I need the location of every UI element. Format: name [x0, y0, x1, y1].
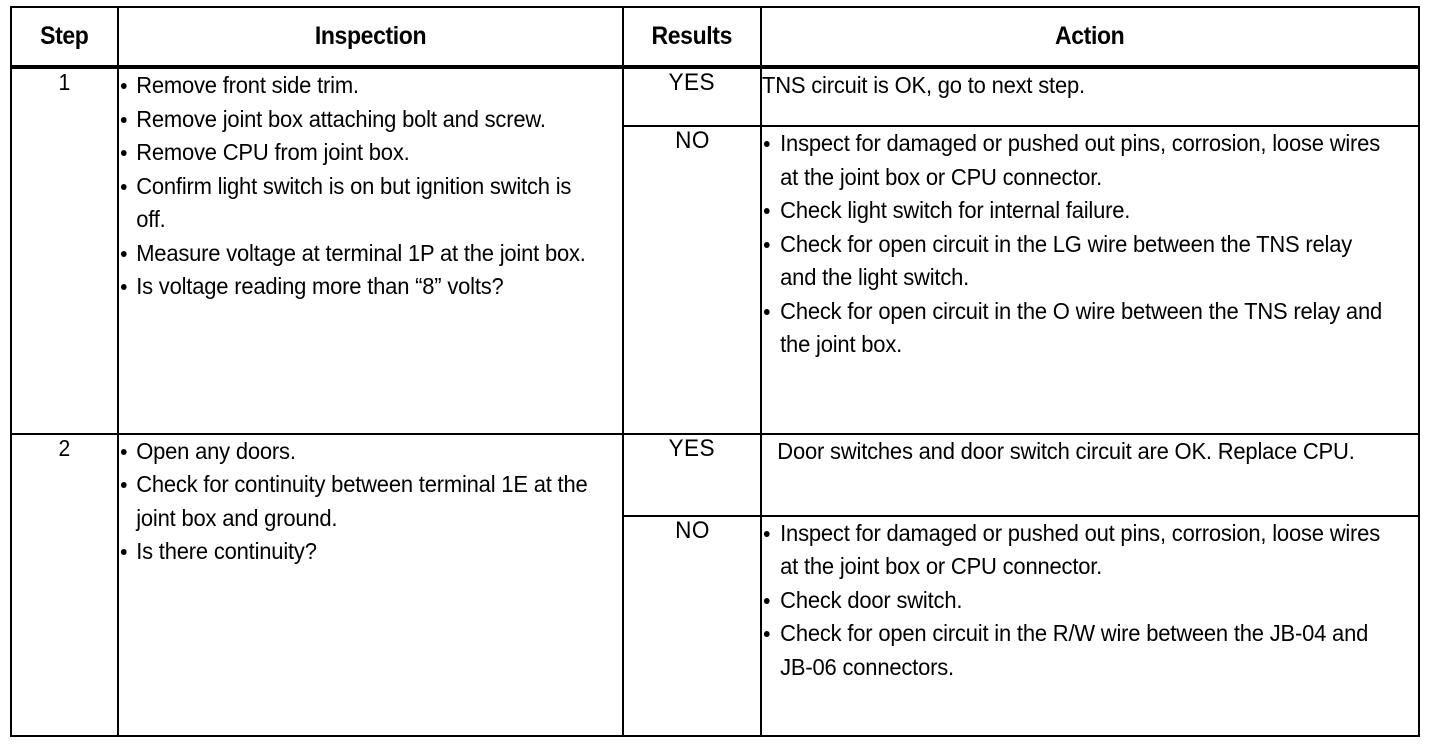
- result-cell-yes: YES: [622, 432, 762, 517]
- list-item: Check door switch.: [762, 584, 1388, 618]
- step-number-cell: 2: [10, 432, 119, 738]
- column-header-step: Step: [10, 6, 119, 69]
- table-row: 1 Remove front side trim. Remove joint b…: [10, 66, 1420, 435]
- column-header-inspection: Inspection: [117, 6, 624, 69]
- action-cell: Door switches and door switch circuit ar…: [760, 432, 1420, 517]
- troubleshooting-table: Step Inspection Results Action 1: [10, 6, 1420, 738]
- list-item: Inspect for damaged or pushed out pins, …: [762, 127, 1388, 194]
- column-header-results: Results: [622, 6, 762, 69]
- table-row: NO Inspect for damaged or pushed out pin…: [11, 514, 1420, 738]
- table-row: 2 Open any doors. Check for continuity b…: [10, 432, 1420, 738]
- table-body: 1 Remove front side trim. Remove joint b…: [10, 66, 1420, 738]
- list-item: Remove joint box attaching bolt and scre…: [119, 103, 599, 137]
- table-row: NO Inspect for damaged or pushed out pin…: [11, 125, 1420, 435]
- result-cell-no: NO: [622, 514, 762, 738]
- result-cell-no: NO: [622, 125, 762, 435]
- list-item: Check for open circuit in the LG wire be…: [762, 228, 1388, 295]
- inspection-list: Open any doors. Check for continuity bet…: [119, 435, 622, 569]
- table-header-row: Step Inspection Results Action: [10, 6, 1420, 69]
- list-item: Check light switch for internal failure.: [762, 194, 1388, 228]
- list-item: Check for open circuit in the R/W wire b…: [762, 617, 1388, 684]
- inspection-list: Remove front side trim. Remove joint box…: [119, 69, 622, 304]
- column-header-results-label: Results: [651, 22, 733, 50]
- list-item: Check for continuity between terminal 1E…: [119, 468, 599, 535]
- result-label: YES: [668, 69, 716, 96]
- action-list: Inspect for damaged or pushed out pins, …: [762, 517, 1418, 685]
- column-header-inspection-label: Inspection: [314, 22, 427, 50]
- step-number: 2: [58, 434, 71, 461]
- action-text: TNS circuit is OK, go to next step.: [762, 72, 1085, 98]
- list-item: Is there continuity?: [119, 535, 599, 569]
- action-text: Door switches and door switch circuit ar…: [777, 437, 1355, 464]
- action-cell: Inspect for damaged or pushed out pins, …: [760, 125, 1420, 435]
- action-cell: TNS circuit is OK, go to next step.: [760, 66, 1420, 127]
- list-item: Measure voltage at terminal 1P at the jo…: [119, 237, 599, 271]
- list-item: Inspect for damaged or pushed out pins, …: [762, 517, 1388, 584]
- column-header-action: Action: [760, 6, 1420, 69]
- result-label: NO: [674, 516, 710, 544]
- column-header-action-label: Action: [1055, 22, 1125, 50]
- list-item: Open any doors.: [119, 435, 599, 469]
- result-label: NO: [674, 127, 710, 154]
- list-item: Check for open circuit in the O wire bet…: [762, 295, 1388, 362]
- list-item: Remove CPU from joint box.: [119, 136, 599, 170]
- list-item: Confirm light switch is on but ignition …: [119, 170, 599, 237]
- list-item: Is voltage reading more than “8” volts?: [119, 270, 599, 304]
- action-list: Inspect for damaged or pushed out pins, …: [762, 127, 1418, 362]
- list-item: Remove front side trim.: [119, 69, 599, 103]
- action-cell: Inspect for damaged or pushed out pins, …: [760, 514, 1420, 738]
- step-number-cell: 1: [10, 66, 119, 435]
- inspection-cell: Remove front side trim. Remove joint box…: [117, 66, 624, 435]
- column-header-step-label: Step: [40, 22, 89, 50]
- inspection-cell: Open any doors. Check for continuity bet…: [117, 432, 624, 738]
- result-label: YES: [668, 434, 716, 462]
- result-cell-yes: YES: [622, 66, 762, 127]
- step-number: 1: [58, 69, 71, 95]
